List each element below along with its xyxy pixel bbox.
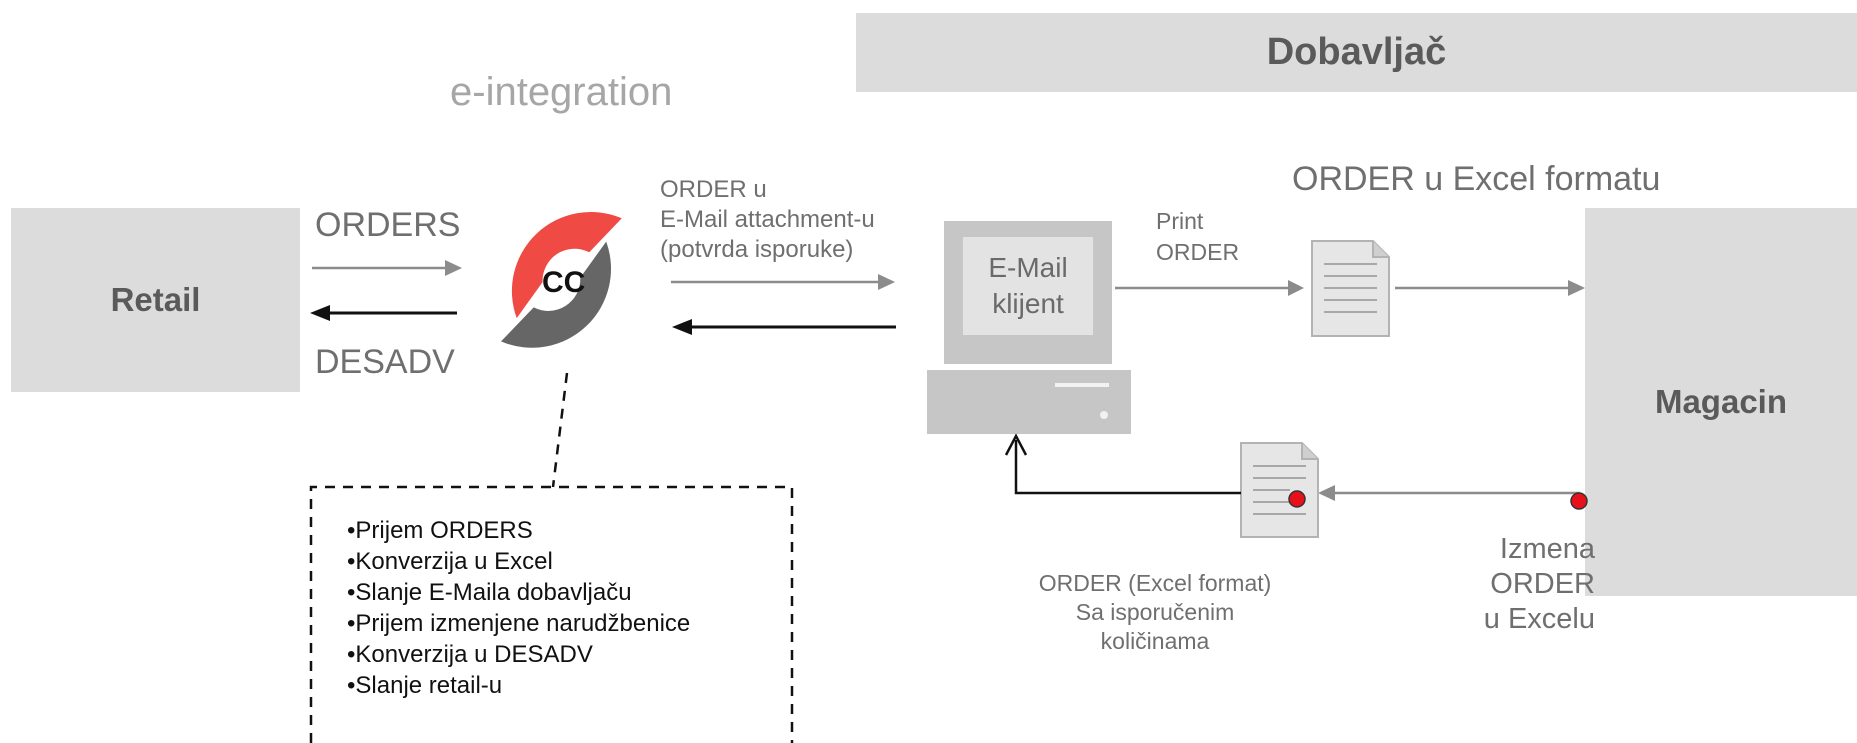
order-excel-delivered-label: ORDER (Excel format) Sa isporučenim koli… bbox=[1000, 569, 1310, 656]
izmena-line1: Izmena bbox=[1499, 533, 1595, 565]
tasks-list: Prijem ORDERS Konverzija u Excel Slanje … bbox=[347, 515, 787, 701]
email-client-line2: klijent bbox=[992, 288, 1064, 319]
integration-title: e-integration bbox=[450, 70, 673, 114]
screen bbox=[963, 237, 1093, 335]
print-line1: Print bbox=[1156, 208, 1204, 234]
task-item: Prijem izmenjene narudžbenice bbox=[347, 608, 787, 639]
email-client-line1: E-Mail bbox=[988, 252, 1068, 283]
supplier-header: Dobavljač bbox=[856, 13, 1857, 92]
izmena-line2: ORDER bbox=[1490, 568, 1595, 600]
print-order-label: Print ORDER bbox=[1156, 206, 1239, 268]
order-email-line1: ORDER u bbox=[660, 176, 767, 203]
logo-red-arc bbox=[511, 212, 622, 319]
magacin-marker bbox=[1570, 492, 1588, 510]
logo-gray-arc bbox=[501, 241, 612, 348]
retail-box: Retail bbox=[11, 208, 300, 392]
orders-label: ORDERS bbox=[315, 206, 461, 244]
print-line2: ORDER bbox=[1156, 239, 1240, 265]
cc-logo bbox=[501, 212, 622, 348]
task-item: Konverzija u DESADV bbox=[347, 639, 787, 670]
order-excel-line3: količinama bbox=[1100, 628, 1210, 654]
email-client-label: E-Mail klijent bbox=[963, 250, 1093, 322]
order-email-line2: E-Mail attachment-u bbox=[660, 206, 875, 233]
task-item: Konverzija u Excel bbox=[347, 546, 787, 577]
cpu-unit bbox=[927, 370, 1131, 434]
izmena-line3: u Excelu bbox=[1483, 603, 1595, 635]
orders-arrow bbox=[312, 260, 462, 276]
tasks-box: Prijem ORDERS Konverzija u Excel Slanje … bbox=[347, 515, 787, 701]
desadv-arrow bbox=[310, 305, 457, 321]
task-item: Prijem ORDERS bbox=[347, 515, 787, 546]
magacin-label: Magacin bbox=[1654, 383, 1788, 420]
desadv-label: DESADV bbox=[315, 343, 455, 381]
cc-logo-text: CC bbox=[542, 266, 586, 299]
task-item: Slanje retail-u bbox=[347, 670, 787, 701]
document-icon bbox=[1311, 240, 1390, 337]
order-excel-line2: Sa isporučenim bbox=[1075, 599, 1235, 625]
return-email-arrow bbox=[672, 319, 896, 335]
computer-icon bbox=[927, 221, 1131, 434]
supplier-title: Dobavljač bbox=[1266, 31, 1447, 73]
from-magacin-arrow bbox=[1318, 485, 1588, 510]
task-item: Slanje E-Maila dobavljaču bbox=[347, 577, 787, 608]
order-email-arrow bbox=[671, 274, 895, 290]
order-excel-format-label: ORDER u Excel formatu bbox=[1292, 160, 1661, 198]
magacin-box: Magacin bbox=[1585, 208, 1857, 596]
return-to-computer-arrow bbox=[1004, 433, 1241, 495]
edited-document-icon bbox=[1240, 442, 1319, 538]
to-magacin-arrow bbox=[1395, 280, 1585, 296]
retail-label: Retail bbox=[110, 281, 201, 318]
order-email-label: ORDER u E-Mail attachment-u (potvrda isp… bbox=[660, 175, 875, 265]
order-excel-line1: ORDER (Excel format) bbox=[1038, 570, 1272, 596]
print-arrow bbox=[1115, 280, 1304, 296]
izmena-label: Izmena ORDER u Excelu bbox=[1425, 532, 1595, 637]
document-marker bbox=[1288, 490, 1306, 508]
logo-connector bbox=[551, 372, 569, 488]
order-email-line3: (potvrda isporuke) bbox=[660, 236, 854, 263]
tasks-box-border bbox=[309, 485, 794, 743]
